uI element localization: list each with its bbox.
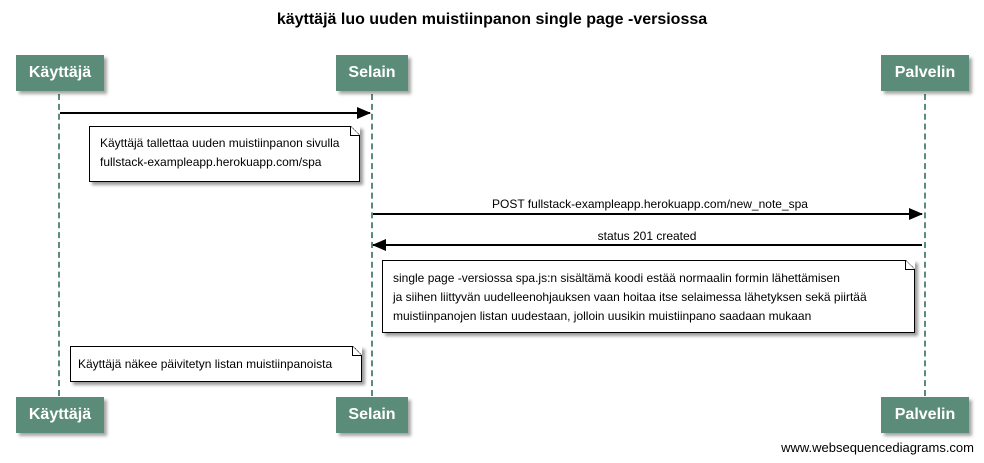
participant-selain-top: Selain [336,55,408,91]
participant-palvelin-top: Palvelin [881,55,969,91]
footer-credit: www.websequencediagrams.com [781,440,974,455]
note-line: Käyttäjä näkee päivitetyn listan muistii… [78,357,333,371]
post-message-label: POST fullstack-exampleapp.herokuapp.com/… [492,197,808,211]
note-line: muistiinpanojen listan uudestaan, jolloi… [393,309,812,323]
lifeline-kayttaja [58,94,60,396]
participant-kayttaja-bottom: Käyttäjä [16,397,104,433]
note-line: single page -versiossa spa.js:n sisältäm… [393,271,840,285]
diagram-title: käyttäjä luo uuden muistiinpanon single … [276,11,708,28]
participant-palvelin-bottom: Palvelin [881,397,969,433]
note-user-sees-list: Käyttäjä näkee päivitetyn listan muistii… [70,346,362,382]
note-fold-icon [905,260,915,270]
status-message-label: status 201 created [597,229,697,243]
note-line: Käyttäjä tallettaa uuden muistiinpanon s… [100,136,340,150]
note-fold-icon [350,126,360,136]
participant-selain-bottom: Selain [336,397,408,433]
participant-kayttaja-top: Käyttäjä [16,55,104,91]
note-line: fullstack-exampleapp.herokuapp.com/spa [100,155,322,169]
note-line: ja siihen liittyvän uudelleenohjauksen v… [393,290,867,304]
note-fold-icon [352,346,362,356]
note-user-saves: Käyttäjä tallettaa uuden muistiinpanon s… [89,126,360,182]
lifeline-palvelin [924,94,926,396]
note-spa-explanation: single page -versiossa spa.js:n sisältäm… [382,260,915,333]
